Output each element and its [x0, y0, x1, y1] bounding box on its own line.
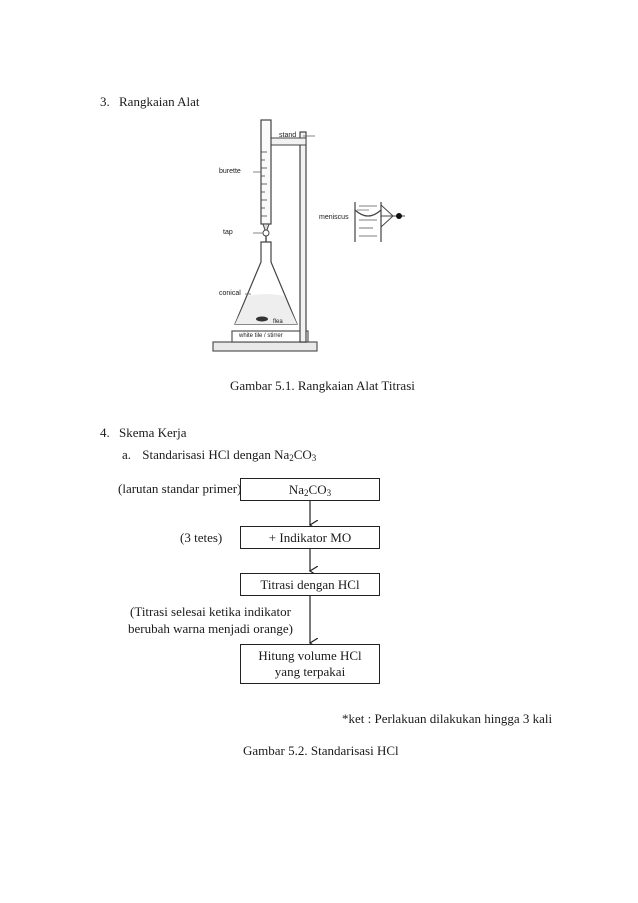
flea — [256, 316, 268, 322]
figure-5-1-caption: Gambar 5.1. Rangkaian Alat Titrasi — [230, 378, 415, 393]
subsection-a: a. Standarisasi HCl dengan Na2CO3 — [122, 447, 316, 463]
section-4-heading: 4. Skema Kerja — [100, 425, 187, 441]
flow-box-titrasi: Titrasi dengan HCl — [240, 573, 380, 596]
flow-box-hitung-volume: Hitung volume HCl yang terpakai — [240, 644, 380, 684]
hitung-volume-line1: Hitung volume HCl — [258, 648, 362, 663]
subsection-a-title: Standarisasi HCl dengan Na2CO3 — [142, 447, 317, 463]
label-tap: tap — [223, 229, 233, 236]
figure-5-2-caption: Gambar 5.2. Standarisasi HCl — [243, 743, 399, 758]
subsection-a-letter: a. — [122, 447, 132, 462]
section-3-title: Rangkaian Alat — [119, 94, 200, 109]
note-3-tetes: (3 tetes) — [180, 530, 223, 545]
section-4-title: Skema Kerja — [119, 425, 187, 440]
hitung-volume-line2: yang terpakai — [274, 664, 346, 679]
white-tile — [231, 330, 309, 343]
section-4-number: 4. — [100, 425, 110, 440]
label-flea: flea — [273, 319, 283, 325]
titration-apparatus-figure: stand burette tap conical flea white til… — [205, 110, 425, 360]
ket-note: *ket : Perlakuan dilakukan hingga 3 kali — [342, 711, 553, 726]
meniscus-inset — [354, 202, 405, 242]
label-stand: stand — [279, 132, 297, 139]
note-titrasi-selesai-line1: (Titrasi selesai ketika indikator — [130, 604, 291, 619]
note-titrasi-selesai-line2: berubah warna menjadi orange) — [128, 621, 293, 636]
flow-box-indikator: + Indikator MO — [240, 526, 380, 549]
section-3-heading: 3. Rangkaian Alat — [100, 94, 200, 110]
section-3-number: 3. — [100, 94, 110, 109]
label-burette: burette — [219, 168, 241, 175]
label-meniscus: meniscus — [319, 214, 349, 221]
label-conical: conical — [219, 290, 241, 297]
label-tile: white tile / stirrer — [239, 333, 283, 339]
flow-box-na2co3: Na2CO3 — [240, 478, 380, 501]
stand-rod — [299, 131, 307, 343]
note-larutan-standar: (larutan standar primer) — [118, 481, 242, 496]
titration-apparatus-drawing — [212, 119, 405, 352]
